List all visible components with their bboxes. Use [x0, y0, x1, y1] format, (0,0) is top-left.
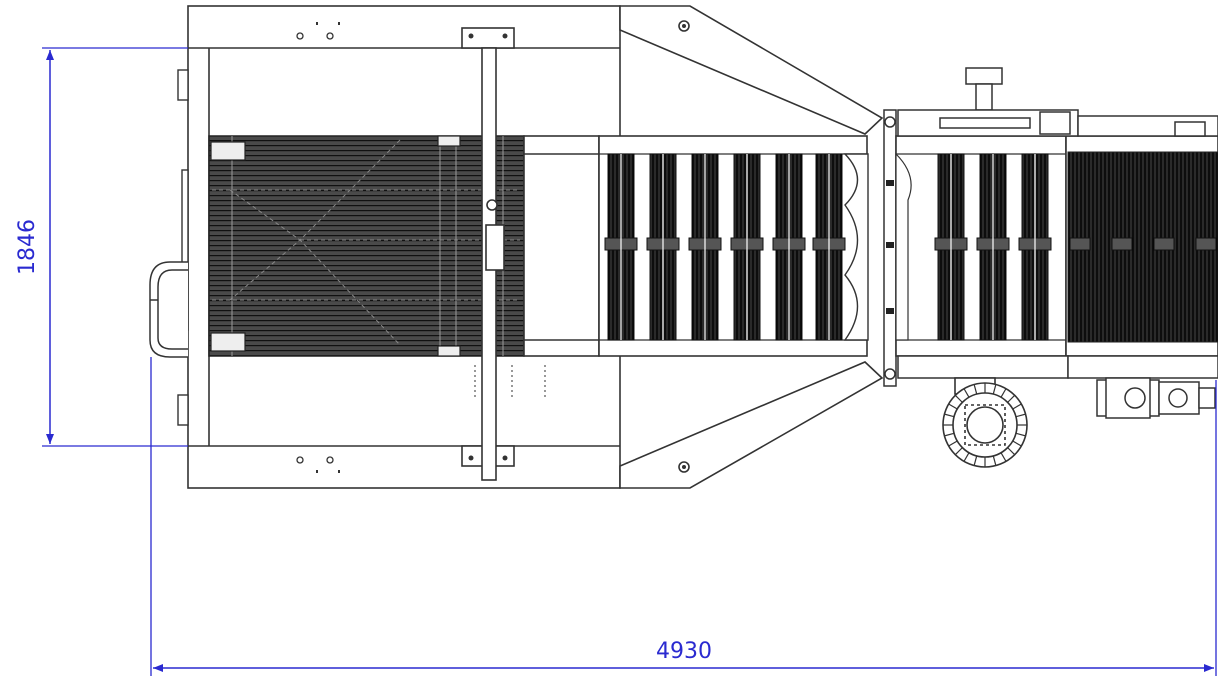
funnel-arms: [619, 5, 884, 489]
width-dimension-label: 4930: [656, 639, 712, 664]
top-mechanism: [897, 67, 1218, 137]
fan-fins: [943, 383, 1027, 467]
height-dimension-label: 1846: [15, 219, 40, 275]
conveyor-2-roller: [1018, 153, 1052, 341]
conveyor-2-roller: [976, 153, 1010, 341]
conveyor-2-roller: [934, 153, 968, 341]
roller-set-1: [604, 153, 846, 341]
screen-corner-clamps: [210, 135, 461, 357]
inlet-pipe: [149, 261, 188, 358]
height-dimension: 1846: [15, 47, 188, 447]
cross-beam: [461, 27, 515, 481]
conveyor-1-roller: [812, 153, 846, 341]
screen-deck: [208, 135, 525, 357]
width-dimension: 4930: [150, 357, 1217, 676]
roller-conveyor-2: [895, 135, 1067, 357]
conveyor-3-roller-band: [1153, 237, 1175, 251]
transition-chute: [523, 135, 600, 357]
conveyor-3-roller-band: [1111, 237, 1133, 251]
conveyor-1-roller: [604, 153, 638, 341]
drive-motor: [1096, 377, 1216, 419]
roller-set-3: [1069, 237, 1217, 251]
roller-set-2: [934, 153, 1052, 341]
roller-conveyor-3: [1065, 135, 1218, 357]
conveyor-1-roller: [646, 153, 680, 341]
vibrating-screen: [208, 135, 525, 357]
conveyor-1-roller: [730, 153, 764, 341]
left-side-brackets: [177, 69, 189, 426]
conveyor-1-roller: [772, 153, 806, 341]
hole-pattern: [474, 365, 546, 400]
bottom-frame: [897, 355, 1218, 379]
roller-conveyor-1: [598, 135, 869, 357]
conveyor-1-roller: [688, 153, 722, 341]
conveyor-3-roller-band: [1069, 237, 1091, 251]
conveyor-3-roller-band: [1195, 237, 1217, 251]
